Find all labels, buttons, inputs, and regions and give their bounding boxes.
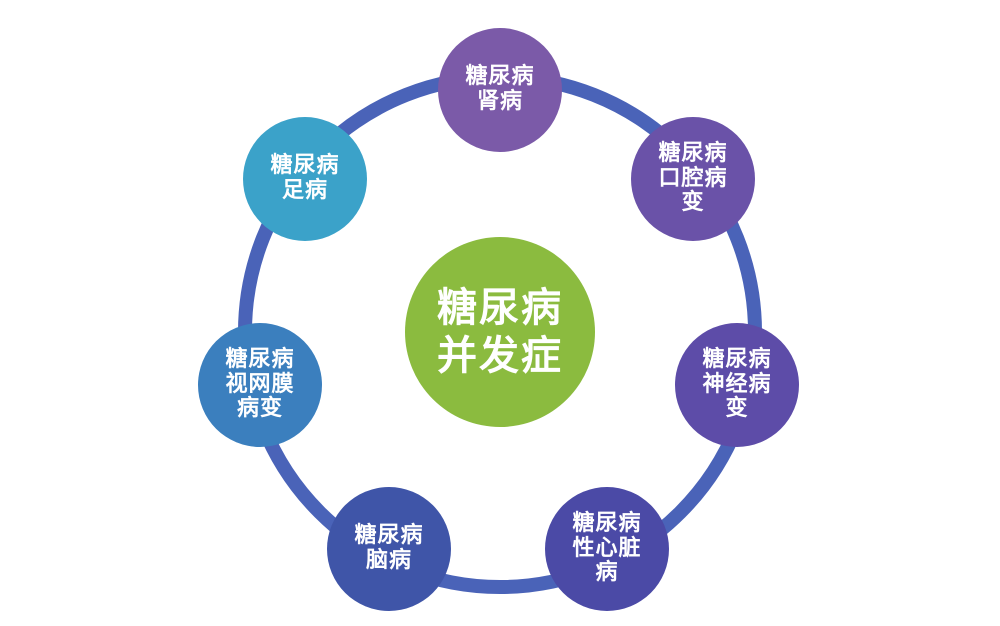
node-label-line: 糖尿病 xyxy=(354,523,424,549)
node-label-line: 神经病 xyxy=(702,371,772,397)
node-label-line: 脑病 xyxy=(365,548,412,573)
node-label-line: 糖尿病 xyxy=(702,347,772,373)
node-oral: 糖尿病 口腔病 变 xyxy=(631,117,755,241)
center-node: 糖尿病 并发症 xyxy=(405,237,595,427)
node-retinopathy: 糖尿病 视网膜 病变 xyxy=(198,323,322,447)
node-label-line: 口腔病 xyxy=(658,165,728,191)
node-label-line: 糖尿病 xyxy=(658,141,728,167)
node-label-line: 变 xyxy=(681,190,705,216)
node-label-line: 糖尿病 xyxy=(572,511,642,537)
node-label-line: 肾病 xyxy=(476,89,523,114)
node-label-line: 糖尿病 xyxy=(270,153,340,179)
node-label-line: 足病 xyxy=(281,178,328,203)
node-label-line: 性心脏 xyxy=(572,535,642,561)
node-label-line: 糖尿病 xyxy=(465,64,535,90)
node-label-line: 病 xyxy=(595,560,619,586)
node-label-line: 视网膜 xyxy=(225,371,295,397)
center-line-2: 并发症 xyxy=(437,333,563,379)
node-brain: 糖尿病 脑病 xyxy=(327,487,451,611)
node-foot: 糖尿病 足病 xyxy=(243,117,367,241)
node-neuropathy: 糖尿病 神经病 变 xyxy=(675,323,799,447)
node-nephropathy: 糖尿病 肾病 xyxy=(438,28,562,152)
node-label-line: 病变 xyxy=(236,396,283,422)
node-label-line: 变 xyxy=(725,396,749,422)
center-line-1: 糖尿病 xyxy=(437,285,563,331)
node-label-line: 糖尿病 xyxy=(225,347,295,373)
node-heart: 糖尿病 性心脏 病 xyxy=(545,487,669,611)
